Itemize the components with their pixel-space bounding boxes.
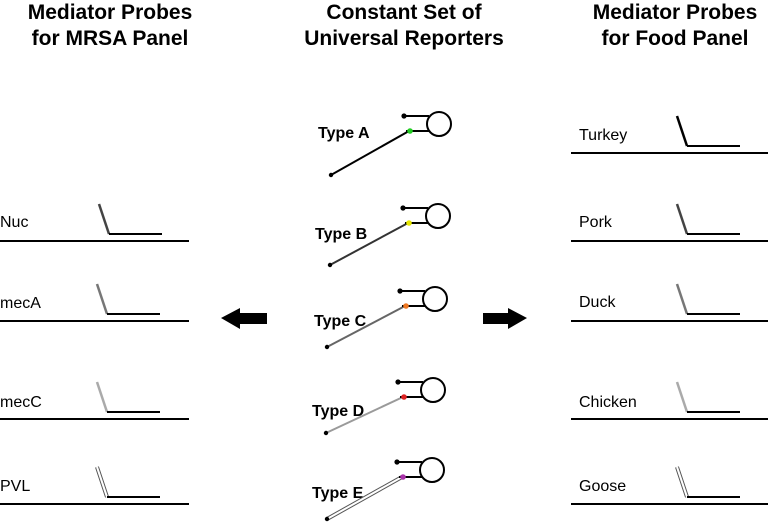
reporter-tail (326, 305, 406, 348)
reporter-type-e (324, 457, 445, 522)
reporter-type-a (328, 111, 452, 178)
reporter-quencher-dot (397, 288, 403, 294)
reporter-tail-end-dot (327, 262, 333, 268)
reporter-type-b (327, 203, 451, 268)
food-probe-label-pork: Pork (579, 214, 612, 231)
mrsa-probes (0, 203, 189, 505)
reporter-type-d (323, 377, 446, 436)
mrsa-probe-label-meca: mecA (0, 295, 41, 312)
reporters-heading-line-1: Constant Set of (326, 1, 482, 24)
food-probe-turkey (571, 115, 768, 154)
reporter-tail-end-dot (324, 344, 330, 350)
reporter-tail (326, 476, 403, 520)
probe-arm (675, 203, 689, 235)
reporters-heading: Constant Set of Universal Reporters (284, 0, 524, 52)
reporter-label-type-d: Type D (312, 403, 365, 420)
reporter-fluorophore-dot (406, 220, 412, 226)
reporters-heading-line-2: Universal Reporters (304, 27, 504, 50)
reporter-tail-end-dot (324, 516, 330, 522)
probe-arm (97, 203, 111, 235)
reporter-type-c (324, 286, 448, 350)
reporter-label-type-c: Type C (314, 313, 367, 330)
reporter-loop (422, 286, 448, 312)
food-probe-label-turkey: Turkey (579, 127, 628, 144)
probe-arm (95, 283, 109, 315)
mrsa-probe-mecc (0, 381, 189, 420)
food-panel-heading: Mediator Probes for Food Panel (555, 0, 768, 52)
probe-arm (675, 381, 689, 413)
reporter-quencher-dot (394, 459, 400, 465)
left-arrow (221, 308, 267, 329)
reporter-quencher-dot (401, 113, 407, 119)
food-probe-label-duck: Duck (579, 294, 616, 311)
food-heading-line-2: for Food Panel (601, 27, 749, 50)
reporter-quencher-dot (400, 205, 406, 211)
reporter-tail (330, 130, 410, 176)
mrsa-probe-pvl (0, 466, 189, 505)
reporter-fluorophore-dot (401, 394, 407, 400)
reporter-quencher-dot (395, 379, 401, 385)
reporter-tail-end-dot (328, 172, 334, 178)
mrsa-heading-line-2: for MRSA Panel (31, 27, 189, 50)
reporter-label-type-b: Type B (315, 226, 368, 243)
mrsa-probe-meca (0, 283, 189, 322)
reporter-loop (419, 457, 445, 483)
mrsa-probe-label-mecc: mecC (0, 394, 42, 411)
mrsa-probe-label-pvl: PVL (0, 478, 31, 495)
mrsa-panel-heading: Mediator Probes for MRSA Panel (0, 0, 230, 52)
reporter-loop (426, 111, 452, 137)
reporter-loop (425, 203, 451, 229)
universal-reporters (323, 111, 452, 522)
right-arrow (483, 308, 527, 329)
food-probe-label-goose: Goose (579, 478, 627, 495)
reporter-fluorophore-dot (400, 474, 406, 480)
reporter-label-type-e: Type E (312, 485, 364, 502)
probe-arm-fill (676, 466, 688, 498)
reporter-fluorophore-dot (403, 303, 409, 309)
reporter-label-type-a: Type A (318, 125, 370, 142)
food-probe-chicken (571, 381, 768, 420)
reporter-tail (325, 396, 404, 434)
mrsa-heading-line-1: Mediator Probes (27, 1, 193, 24)
probe-arm (95, 381, 109, 413)
reporter-fluorophore-dot (407, 128, 413, 134)
probe-arm (675, 115, 689, 147)
mrsa-probe-label-nuc: Nuc (0, 214, 29, 231)
food-probe-goose (571, 466, 768, 505)
probe-arm (675, 283, 689, 315)
reporter-tail-end-dot (323, 430, 329, 436)
food-probes (571, 115, 768, 505)
food-probe-pork (571, 203, 768, 242)
probe-arm-fill (96, 466, 108, 498)
mrsa-probe-nuc (0, 203, 189, 242)
reporter-loop (420, 377, 446, 403)
food-heading-line-1: Mediator Probes (592, 1, 758, 24)
food-probe-duck (571, 283, 768, 322)
food-probe-label-chicken: Chicken (579, 394, 637, 411)
reporter-tail (329, 222, 409, 266)
